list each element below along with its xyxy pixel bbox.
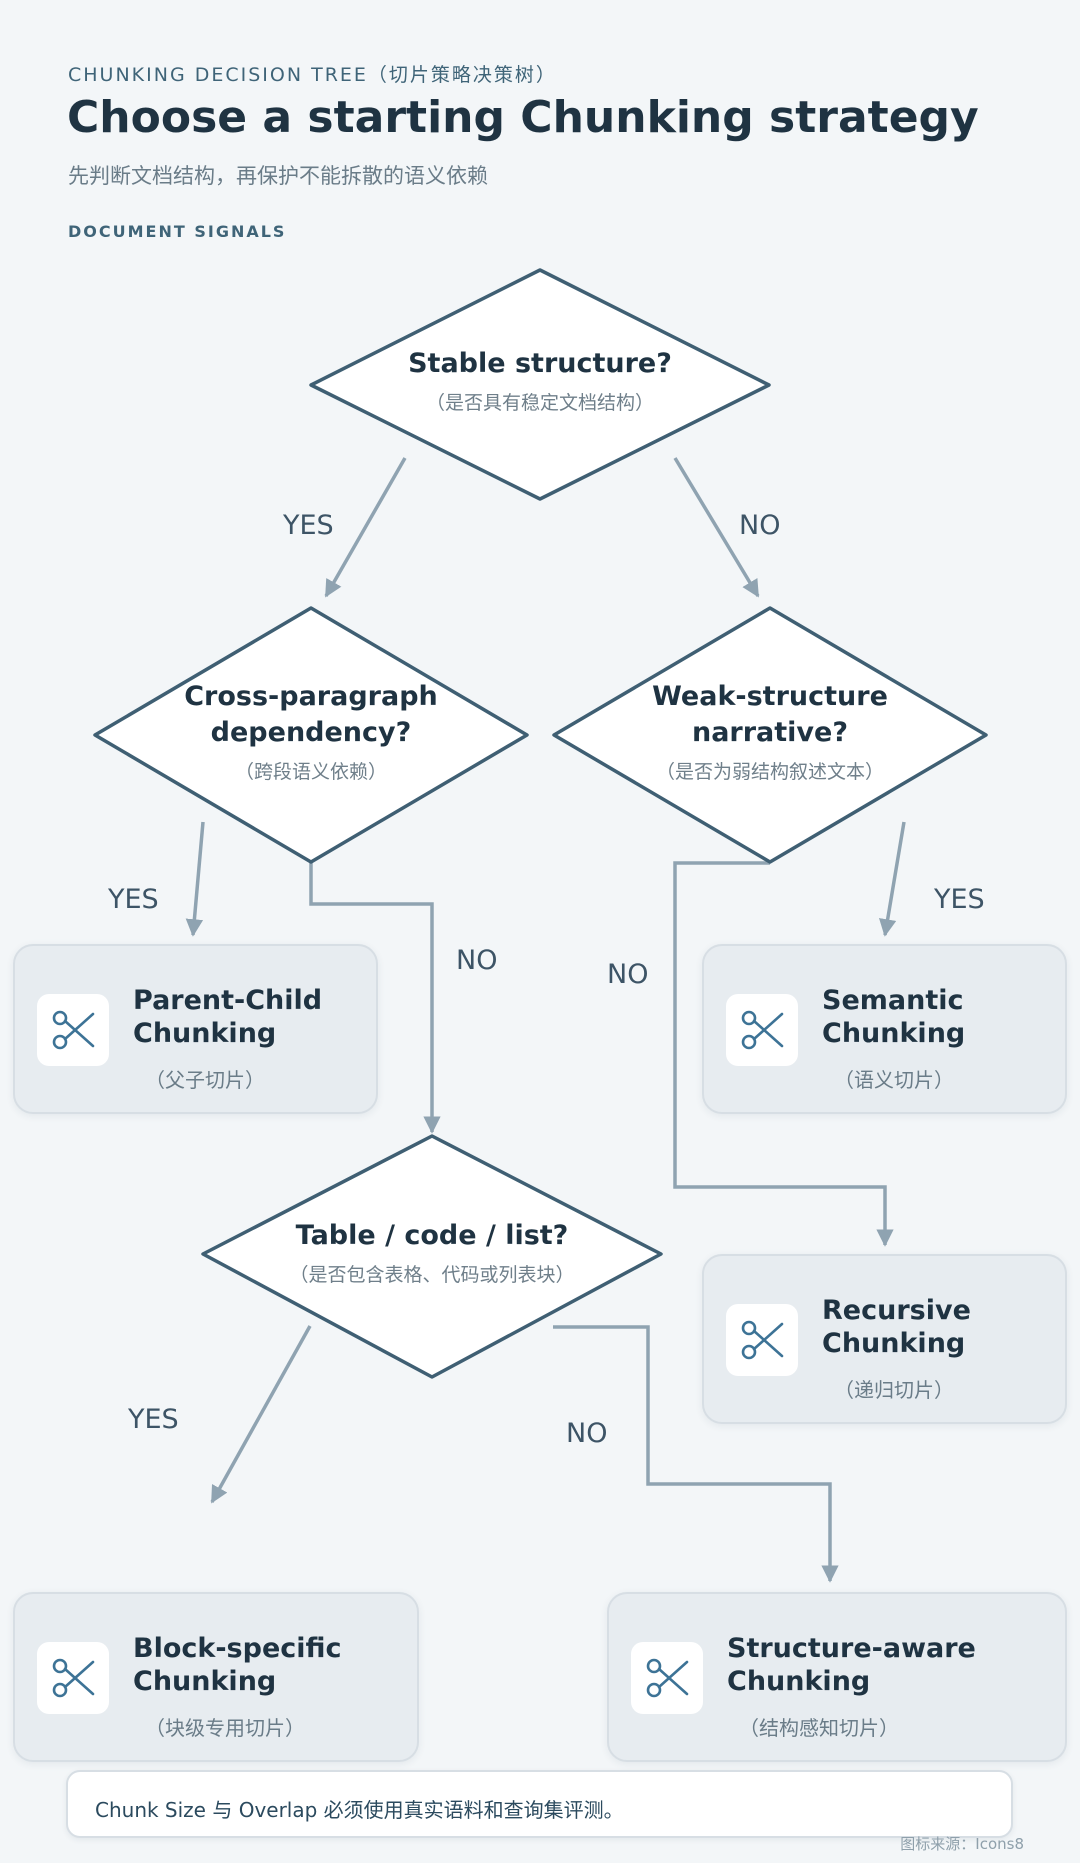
edge-label-weak-yes: YES (934, 884, 985, 915)
decision-table-text: Table / code / list? （是否包含表格、代码或列表块） (289, 1218, 574, 1287)
connector-table-no (553, 1325, 839, 1583)
connector-cross-no (309, 862, 441, 1134)
header-eyebrow: CHUNKING DECISION TREE（切片策略决策树） (68, 64, 557, 86)
outcome-recursive-name: Recursive Chunking (822, 1295, 971, 1359)
connector-table-yes (210, 1325, 312, 1504)
decision-table-code-list (201, 1134, 663, 1379)
decision-stable-structure (309, 268, 771, 501)
decision-cross-sub: （跨段语义依赖） (234, 761, 387, 783)
decision-table-sub: （是否包含表格、代码或列表块） (289, 1264, 575, 1286)
outcome-recursive-cn: （递归切片） (834, 1378, 954, 1402)
outcome-semantic: Semantic Chunking （语义切片） (702, 944, 1067, 1114)
decision-stable-question: Stable structure? (408, 348, 672, 379)
outcome-block-name: Block-specific Chunking (133, 1633, 342, 1697)
edge-label-stable-no: NO (739, 510, 781, 541)
connector-weak-yes (878, 821, 906, 937)
outcome-semantic-name: Semantic Chunking (822, 985, 966, 1049)
outcome-parent-child: Parent-Child Chunking （父子切片） (13, 944, 378, 1114)
footer-note: Chunk Size 与 Overlap 必须使用真实语料和查询集评测。 (66, 1770, 1013, 1838)
outcome-structure-aware: Structure-aware Chunking （结构感知切片） (607, 1592, 1067, 1762)
outcome-recursive: Recursive Chunking （递归切片） (702, 1254, 1067, 1424)
edge-label-weak-no: NO (607, 959, 649, 990)
section-label: DOCUMENT SIGNALS (68, 222, 287, 241)
scissors-icon (726, 1304, 798, 1376)
scissors-icon (631, 1642, 703, 1714)
connector-stable-no (673, 457, 760, 598)
outcome-parent-child-name: Parent-Child Chunking (133, 985, 323, 1049)
connector-stable-yes (324, 457, 407, 598)
outcome-structure-cn: （结构感知切片） (739, 1716, 899, 1740)
decision-weak-sub: （是否为弱结构叙述文本） (655, 761, 885, 783)
decision-cross-paragraph (93, 606, 529, 864)
decision-cross-text: Cross-paragraph dependency? （跨段语义依赖） (184, 679, 438, 784)
icon-credit: 图标来源：Icons8 (900, 1835, 1024, 1853)
outcome-semantic-cn: （语义切片） (834, 1068, 954, 1092)
edge-label-stable-yes: YES (283, 510, 334, 541)
decision-cross-question-line1: Cross-paragraph (184, 681, 438, 712)
outcome-structure-name: Structure-aware Chunking (727, 1633, 976, 1697)
decision-weak-question-line1: Weak-structure (652, 681, 888, 712)
decision-weak-text: Weak-structure narrative? （是否为弱结构叙述文本） (652, 679, 888, 784)
edge-label-cross-no: NO (456, 945, 498, 976)
decision-stable-text: Stable structure? （是否具有稳定文档结构） (408, 346, 672, 415)
outcome-parent-child-cn: （父子切片） (145, 1068, 265, 1092)
decision-weak-question-line2: narrative? (691, 717, 849, 748)
scissors-icon (37, 994, 109, 1066)
decision-weak-structure (552, 606, 988, 864)
decision-stable-sub: （是否具有稳定文档结构） (425, 392, 654, 414)
edge-label-table-yes: YES (128, 1404, 179, 1435)
outcome-block-cn: （块级专用切片） (145, 1716, 305, 1740)
page-subtitle: 先判断文档结构，再保护不能拆散的语义依赖 (68, 164, 488, 188)
decision-cross-question-line2: dependency? (210, 717, 412, 748)
edge-label-cross-yes: YES (108, 884, 159, 915)
scissors-icon (37, 1642, 109, 1714)
connector-cross-yes (185, 821, 205, 937)
scissors-icon (726, 994, 798, 1066)
page-title: Choose a starting Chunking strategy (67, 92, 979, 143)
connector-weak-no (673, 861, 894, 1247)
edge-label-table-no: NO (566, 1418, 608, 1449)
decision-table-question: Table / code / list? (295, 1220, 569, 1251)
outcome-block-specific: Block-specific Chunking （块级专用切片） (13, 1592, 419, 1762)
